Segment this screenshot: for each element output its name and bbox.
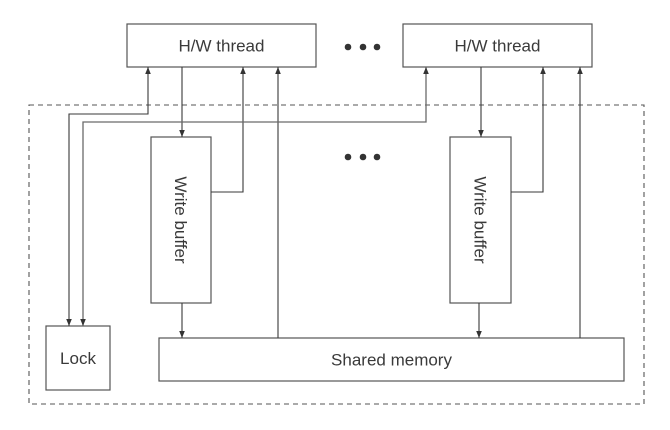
hw-thread-2-label: H/W thread	[455, 37, 541, 56]
write-buffer-1: Write buffer	[150, 136, 212, 304]
buffer2-to-thread2-wire	[511, 67, 546, 193]
thread1-lock-wire	[66, 67, 151, 326]
hw-thread-1-label: H/W thread	[179, 37, 265, 56]
hw-thread-1-box	[126, 23, 317, 68]
hw-thread-1: H/W thread	[126, 23, 317, 68]
thread-ellipsis	[344, 43, 381, 51]
ellipsis-dot	[344, 43, 352, 51]
buffer1-to-thread1-wire	[211, 67, 246, 193]
write-buffer-1-label: Write buffer	[171, 176, 190, 264]
ellipsis-dot	[359, 43, 367, 51]
ellipsis-dot	[373, 153, 381, 161]
lock-box	[45, 325, 111, 391]
hw-thread-2: H/W thread	[402, 23, 593, 68]
shared-memory-label: Shared memory	[331, 351, 452, 370]
ellipsis-dot	[359, 153, 367, 161]
write-buffer-2: Write buffer	[449, 136, 512, 304]
ellipsis-dot	[373, 43, 381, 51]
shared-memory-box	[158, 337, 625, 382]
write-buffer-2-label: Write buffer	[471, 176, 490, 264]
thread2-lock-wire	[80, 67, 429, 326]
shared-memory: Shared memory	[158, 337, 625, 382]
buffer-ellipsis	[344, 153, 381, 161]
hw-thread-2-box	[402, 23, 593, 68]
ellipsis-dot	[344, 153, 352, 161]
lock-label: Lock	[60, 349, 96, 368]
lock: Lock	[45, 325, 111, 391]
